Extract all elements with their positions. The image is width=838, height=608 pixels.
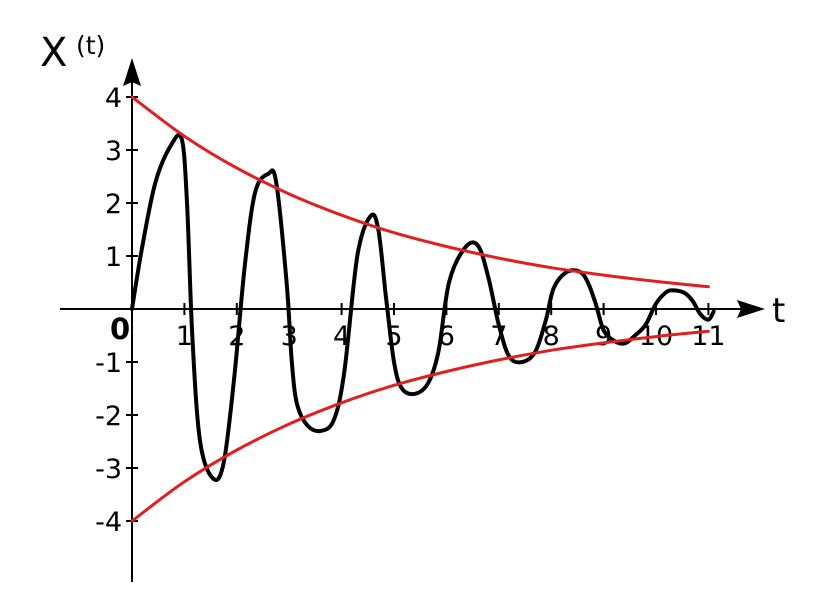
x-tick-label: 11 [691,321,725,352]
y-tick-label: -1 [95,348,122,379]
x-axis-arrow [737,300,765,318]
series-layer [130,95,716,523]
x-axis-title: t [772,291,785,331]
x-tick-label: 1 [176,321,193,352]
origin-label: 0 [110,312,130,346]
y-axis-arrow [123,58,141,86]
y-tick-label: -4 [95,507,122,538]
y-tick-label: 4 [105,83,122,114]
lower-envelope-line [130,329,710,523]
y-tick-label: -3 [95,454,122,485]
y-tick-label: 2 [105,189,122,220]
oscillation-line [130,132,716,482]
y-tick-label: 1 [105,242,122,273]
labels-layer: X (t) t 0 [40,30,785,346]
y-axis-title-main: X [40,30,67,76]
x-tick-label: 8 [543,321,560,352]
upper-envelope-line [130,95,710,289]
y-axis-title-sup: (t) [76,31,105,60]
y-tick-label: -2 [95,401,122,432]
y-tick-label: 3 [105,136,122,167]
